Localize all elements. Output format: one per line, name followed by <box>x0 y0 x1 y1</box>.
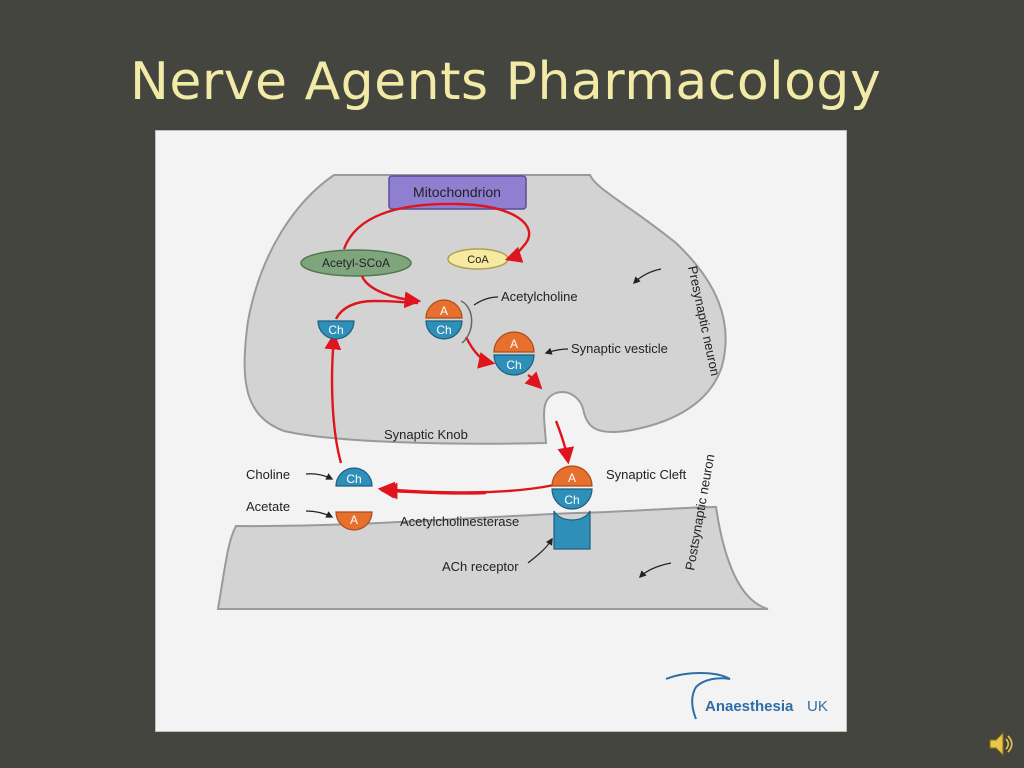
presynaptic-pointer <box>632 268 662 285</box>
choline-reuptake-arrow <box>324 332 343 464</box>
choline-token-cleft-label: Ch <box>346 472 361 486</box>
acetate-token <box>335 511 373 531</box>
logo-swoosh-icon <box>665 672 731 720</box>
choline-token-knob <box>317 320 355 340</box>
hydrolysis-arrow-2 <box>380 482 487 500</box>
vesicle-pointer <box>544 347 569 355</box>
release-arrow <box>554 420 575 465</box>
ach-choline-bottom <box>425 320 463 340</box>
ach-token-ch: Ch <box>436 323 451 337</box>
acetate-token-label: A <box>350 513 358 527</box>
logo-text-uk: UK <box>807 698 828 715</box>
anaesthesia-uk-logo: Anaesthesia UK <box>665 672 828 720</box>
acetyl-scoa-label: Acetyl-SCoA <box>322 256 390 270</box>
vesicle-choline-bottom <box>493 354 535 376</box>
vesicle-token-a: A <box>510 337 518 351</box>
ach-receptor-shape <box>553 510 591 550</box>
slide-title: Nerve Agents Pharmacology <box>130 52 882 112</box>
acetylcholine-pointer <box>473 296 499 306</box>
choline-label: Choline <box>246 467 290 482</box>
ach-acetyl-top <box>425 299 463 319</box>
acetylcholinesterase-label: Acetylcholinesterase <box>400 514 519 529</box>
vesicle-token-ch: Ch <box>506 358 521 372</box>
acetylcholine-label: Acetylcholine <box>501 289 578 304</box>
presynaptic-terminal <box>243 174 727 445</box>
mitochondrion-label: Mitochondrion <box>413 184 501 200</box>
synaptic-cleft-label: Synaptic Cleft <box>606 467 687 482</box>
vesicle-acetyl-top <box>493 331 535 353</box>
cleft-token-ch: Ch <box>564 493 579 507</box>
synthesis-arrow <box>342 202 531 263</box>
synapse-diagram: Mitochondrion Acetyl-SCoA CoA Ch A Ch A … <box>155 130 847 732</box>
ach-vesicle-membrane <box>460 300 473 344</box>
ach-receptor-pointer <box>527 537 553 564</box>
acetyl-to-ach-arrow <box>360 275 422 309</box>
postsynaptic-pointer <box>638 562 672 579</box>
acetate-pointer <box>305 510 334 518</box>
vesicle-to-cleft-arrow <box>524 371 543 390</box>
acetate-label: Acetate <box>246 499 290 514</box>
choline-token-knob-label: Ch <box>328 323 343 337</box>
mitochondrion-box <box>388 175 527 210</box>
cleft-acetyl-top <box>551 465 593 487</box>
coa-label: CoA <box>467 254 489 266</box>
ach-receptor-label: ACh receptor <box>442 559 519 574</box>
ach-token-a: A <box>440 304 448 318</box>
logo-text-anaesthesia: Anaesthesia <box>705 698 794 715</box>
acetyl-scoa-ellipse <box>300 249 412 277</box>
choline-token-cleft <box>335 467 373 487</box>
choline-to-ach-arrow <box>334 299 419 320</box>
synaptic-knob-label: Synaptic Knob <box>384 427 468 442</box>
cleft-token-a: A <box>568 471 576 485</box>
ach-to-vesicle-arrow <box>464 336 496 369</box>
cleft-choline-bottom <box>551 488 593 510</box>
speaker-icon[interactable] <box>988 730 1014 758</box>
postsynaptic-membrane <box>216 505 769 610</box>
synaptic-vesicle-label: Synaptic vesticle <box>571 341 668 356</box>
choline-pointer <box>305 473 334 480</box>
